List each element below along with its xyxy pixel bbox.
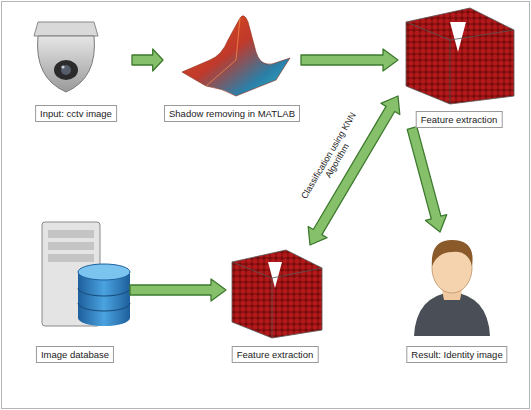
icon-node: Feature extraction [226,245,324,363]
caption-box: Feature extraction [416,111,503,128]
block-arrow [132,49,163,71]
icon-node: Input: cctv image [20,12,132,122]
caption-box: Result: Identity image [406,346,507,363]
caption-box: Shadow removing in MATLAB [164,105,300,122]
database-icon [42,222,130,326]
feature-cube [232,250,322,338]
block-arrow [407,127,447,232]
caption-box: Image database [36,346,114,363]
matlab-surface [182,16,290,96]
person-icon [414,240,490,336]
feature-cube [406,8,514,104]
caption-box: Input: cctv image [35,105,117,122]
icon-node: Image database [20,215,130,363]
icon-node: Result: Identity image [400,232,514,363]
block-arrow [301,49,398,71]
block-arrow [130,279,226,301]
icon-node: Shadow removing in MATLAB [163,12,301,122]
caption-box: Feature extraction [232,346,319,363]
camera-icon [34,22,98,92]
icon-node: Feature extraction [398,6,520,128]
